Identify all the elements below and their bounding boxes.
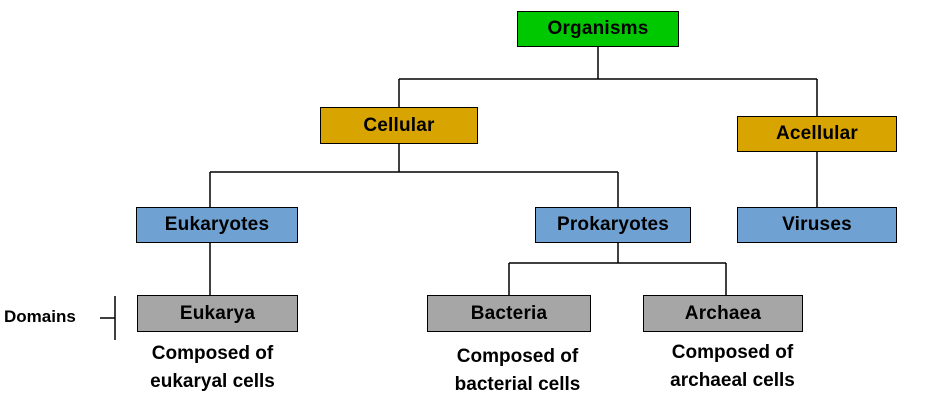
caption-bacteria: Composed of bacterial cells [425,343,610,399]
node-prokaryotes: Prokaryotes [535,207,691,243]
caption-eukarya-line1: Composed of [151,343,274,364]
node-eukarya: Eukarya [137,295,298,332]
caption-eukarya: Composed of eukaryal cells [125,340,300,396]
node-archaea: Archaea [643,295,803,332]
caption-bacteria-line1: Composed of [456,346,579,367]
caption-bacteria-line2: bacterial cells [454,374,581,395]
node-eukaryotes: Eukaryotes [136,207,298,243]
domains-label: Domains [4,307,76,326]
node-organisms: Organisms [517,11,679,47]
node-acellular: Acellular [737,116,897,152]
node-cellular: Cellular [320,107,478,144]
node-bacteria: Bacteria [427,295,591,332]
node-viruses: Viruses [737,207,897,243]
caption-archaea: Composed of archaeal cells [640,339,825,395]
caption-archaea-line1: Composed of [671,342,794,363]
caption-archaea-line2: archaeal cells [670,370,795,391]
caption-eukarya-line2: eukaryal cells [150,371,275,392]
